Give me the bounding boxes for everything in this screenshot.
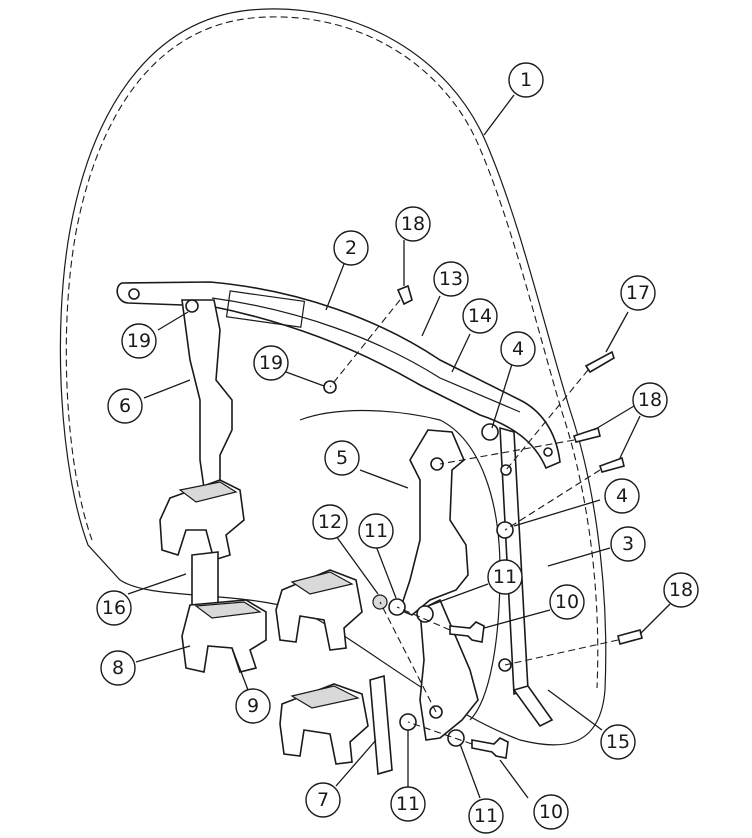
callout-label: 1 bbox=[520, 69, 532, 91]
callout: 2 bbox=[333, 230, 369, 266]
callout: 11 bbox=[468, 798, 504, 834]
callout-label: 7 bbox=[317, 789, 329, 811]
backing-strip-lower bbox=[512, 685, 554, 728]
callout-label: 18 bbox=[669, 579, 693, 601]
callout: 11 bbox=[487, 559, 523, 595]
upper-left-clamp bbox=[159, 479, 245, 562]
callout: 9 bbox=[235, 688, 271, 724]
callout-label: 4 bbox=[512, 338, 524, 360]
windshield bbox=[59, 8, 607, 746]
callout-label: 19 bbox=[259, 352, 283, 374]
callout: 17 bbox=[620, 275, 656, 311]
leader-lines bbox=[127, 94, 671, 799]
callout-label: 12 bbox=[318, 511, 342, 533]
callout: 3 bbox=[610, 526, 646, 562]
washer bbox=[416, 605, 434, 623]
callout: 16 bbox=[96, 590, 132, 626]
callout: 14 bbox=[462, 298, 498, 334]
callout-label: 8 bbox=[112, 657, 124, 679]
callout: 4 bbox=[500, 331, 536, 367]
washer bbox=[481, 423, 499, 441]
callout: 10 bbox=[549, 584, 585, 620]
right-bracket bbox=[399, 429, 469, 616]
strap bbox=[369, 674, 393, 776]
callout-label: 17 bbox=[626, 282, 650, 304]
screw bbox=[572, 426, 601, 443]
callout: 18 bbox=[395, 206, 431, 242]
windshield-cutout bbox=[299, 409, 501, 721]
callout-label: 10 bbox=[539, 801, 563, 823]
callout-label: 6 bbox=[119, 395, 131, 417]
lower-right-clamp bbox=[279, 683, 369, 765]
callout: 8 bbox=[100, 650, 136, 686]
callout-label: 2 bbox=[345, 237, 357, 259]
callout: 18 bbox=[632, 382, 668, 418]
callout-label: 18 bbox=[401, 213, 425, 235]
callout: 1 bbox=[508, 62, 544, 98]
callout: 11 bbox=[358, 513, 394, 549]
callout: 10 bbox=[533, 794, 569, 830]
callout: 19 bbox=[253, 345, 289, 381]
callout-label: 11 bbox=[364, 520, 388, 542]
callout-label: 5 bbox=[336, 447, 348, 469]
callout: 13 bbox=[433, 261, 469, 297]
bolt bbox=[471, 737, 509, 759]
callout-label: 9 bbox=[247, 695, 259, 717]
lower-left-clamp bbox=[181, 599, 267, 673]
callout-label: 13 bbox=[439, 268, 463, 290]
callout: 6 bbox=[107, 388, 143, 424]
left-mount bbox=[181, 299, 233, 497]
windshield-edge bbox=[65, 16, 599, 689]
callout: 5 bbox=[324, 440, 360, 476]
upper-right-clamp bbox=[275, 569, 363, 651]
callout-label: 11 bbox=[493, 566, 517, 588]
screw bbox=[584, 350, 615, 374]
screw bbox=[617, 629, 643, 645]
callout: 18 bbox=[663, 572, 699, 608]
callout-label: 10 bbox=[555, 591, 579, 613]
callout-label: 3 bbox=[622, 533, 634, 555]
callout: 7 bbox=[305, 782, 341, 818]
callout: 15 bbox=[600, 724, 636, 760]
callout-label: 15 bbox=[606, 731, 630, 753]
callout-label: 19 bbox=[127, 330, 151, 352]
callout-label: 11 bbox=[474, 805, 498, 827]
screw bbox=[396, 284, 413, 306]
bolt bbox=[449, 621, 485, 643]
screw bbox=[598, 456, 625, 473]
callout: 11 bbox=[390, 786, 426, 822]
assembly-lines bbox=[329, 299, 619, 745]
callout-label: 16 bbox=[102, 597, 126, 619]
callout-label: 4 bbox=[616, 485, 628, 507]
callout-label: 11 bbox=[396, 793, 420, 815]
callout: 4 bbox=[604, 478, 640, 514]
callout-label: 18 bbox=[638, 389, 662, 411]
callout: 19 bbox=[121, 323, 157, 359]
callout-label: 14 bbox=[468, 305, 492, 327]
callout: 12 bbox=[312, 504, 348, 540]
